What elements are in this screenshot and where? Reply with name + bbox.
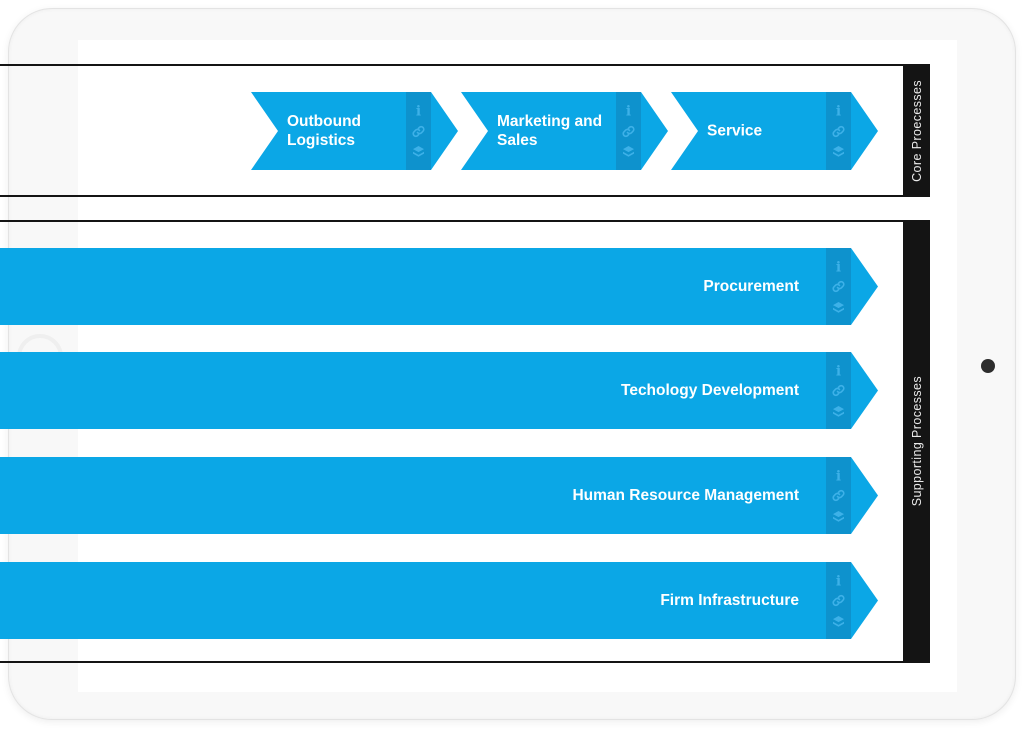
core-processes-sidebar-label: Core Proecesses (909, 79, 924, 182)
process-bar-procurement[interactable]: Procurement (0, 248, 878, 325)
layers-icon[interactable] (831, 614, 846, 629)
link-icon[interactable] (831, 488, 846, 503)
info-icon[interactable] (831, 259, 846, 274)
layers-icon[interactable] (831, 300, 846, 315)
link-icon[interactable] (831, 593, 846, 608)
process-bar-label: Techology Development (621, 381, 799, 399)
process-bar-toolbar (826, 352, 851, 429)
process-arrow-toolbar (616, 92, 641, 170)
process-bar-toolbar (826, 248, 851, 325)
info-icon[interactable] (621, 103, 636, 118)
process-arrow-label: Service (707, 122, 763, 140)
layers-icon[interactable] (831, 509, 846, 524)
link-icon[interactable] (411, 124, 426, 139)
link-icon[interactable] (831, 279, 846, 294)
process-arrow-toolbar (826, 92, 851, 170)
process-arrow-label: Marketing and Sales (497, 113, 603, 149)
process-bar-human-resource-management[interactable]: Human Resource Management (0, 457, 878, 534)
info-icon[interactable] (831, 103, 846, 118)
supporting-band-bottom-border (0, 661, 930, 663)
link-icon[interactable] (831, 124, 846, 139)
process-arrow-service[interactable]: Service (671, 92, 878, 170)
process-bar-toolbar (826, 562, 851, 639)
process-bar-label: Firm Infrastructure (660, 591, 799, 609)
process-bar-techology-development[interactable]: Techology Development (0, 352, 878, 429)
info-icon[interactable] (411, 103, 426, 118)
info-icon[interactable] (831, 573, 846, 588)
process-bar-label: Human Resource Management (572, 486, 799, 504)
info-icon[interactable] (831, 468, 846, 483)
process-arrow-label: Outbound Logistics (287, 113, 362, 149)
camera-dot-icon (981, 359, 995, 373)
link-icon[interactable] (831, 383, 846, 398)
layers-icon[interactable] (831, 144, 846, 159)
process-bar-toolbar (826, 457, 851, 534)
process-arrow-toolbar (406, 92, 431, 170)
supporting-processes-sidebar: Supporting Processes (903, 220, 930, 663)
supporting-processes-sidebar-label: Supporting Processes (909, 376, 924, 507)
core-band-top-border (0, 64, 930, 66)
layers-icon[interactable] (621, 144, 636, 159)
process-bar-label: Procurement (703, 277, 799, 295)
link-icon[interactable] (621, 124, 636, 139)
layers-icon[interactable] (411, 144, 426, 159)
layers-icon[interactable] (831, 404, 846, 419)
process-arrow-marketing-and-sales[interactable]: Marketing and Sales (461, 92, 668, 170)
process-bar-firm-infrastructure[interactable]: Firm Infrastructure (0, 562, 878, 639)
process-arrow-outbound-logistics[interactable]: Outbound Logistics (251, 92, 458, 170)
info-icon[interactable] (831, 363, 846, 378)
core-band-bottom-border (0, 195, 930, 197)
supporting-band-top-border (0, 220, 930, 222)
core-processes-sidebar: Core Proecesses (903, 64, 930, 197)
